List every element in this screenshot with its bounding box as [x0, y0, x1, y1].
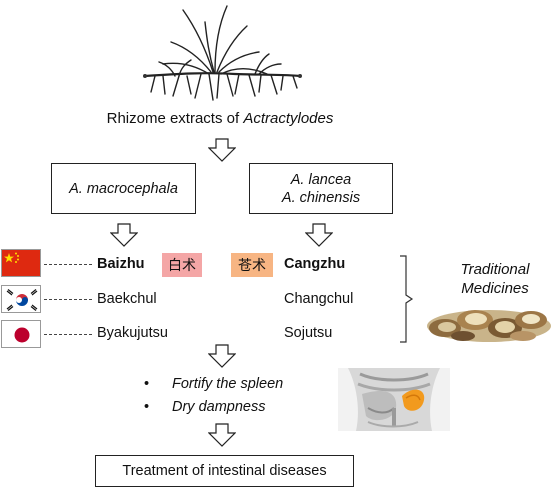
right-bracket [400, 255, 414, 343]
down-arrow [110, 223, 138, 247]
rhizome-plant-illustration [143, 5, 302, 101]
outcome-label: Treatment of intestinal diseases [122, 463, 327, 479]
baizhu-label: Baizhu [97, 256, 145, 272]
down-arrow [208, 423, 236, 447]
effect-item: • Fortify the spleen [144, 376, 283, 392]
byakujutsu-label: Byakujutsu [97, 325, 168, 341]
species-box-right: A. lancea A. chinensis [249, 163, 393, 214]
effect-item: • Dry dampness [144, 399, 265, 415]
south-korea-flag [1, 285, 41, 313]
korea-connector [44, 299, 92, 300]
bullet: • [144, 399, 150, 415]
herbal-slices-photo [427, 310, 551, 342]
traditional-line2: Medicines [461, 280, 529, 297]
china-flag [1, 249, 41, 277]
changchul-label: Changchul [284, 291, 354, 307]
diagram-title: Rhizome extracts of Actractylodes [0, 110, 440, 127]
traditional-line1: Traditional [460, 261, 530, 278]
outcome-box: Treatment of intestinal diseases [95, 455, 354, 487]
title-prefix: Rhizome extracts of [106, 110, 244, 127]
abdomen-spleen-illustration [338, 368, 450, 431]
down-arrow [208, 344, 236, 368]
title-genus: Actractylodes [243, 110, 334, 127]
cangzhu-label: Cangzhu [284, 256, 346, 272]
japan-flag [1, 320, 41, 348]
sojutsu-label: Sojutsu [284, 325, 333, 341]
baizhu-chinese-tag: 白术 [162, 253, 202, 277]
down-arrow [305, 223, 333, 247]
effect-text: Dry dampness [172, 399, 266, 415]
china-connector [44, 264, 92, 265]
down-arrow [208, 138, 236, 162]
effect-text: Fortify the spleen [172, 376, 284, 392]
baekchul-label: Baekchul [97, 291, 157, 307]
cangzhu-chinese-tag: 苍术 [231, 253, 273, 277]
species-box-left: A. macrocephala [51, 163, 196, 214]
japan-connector [44, 334, 92, 335]
bullet: • [144, 376, 150, 392]
species-right-line2: A. chinensis [281, 189, 361, 206]
species-right-line1: A. lancea [290, 171, 352, 188]
species-left-label: A. macrocephala [69, 180, 178, 197]
traditional-medicines-label: Traditional Medicines [430, 260, 558, 298]
